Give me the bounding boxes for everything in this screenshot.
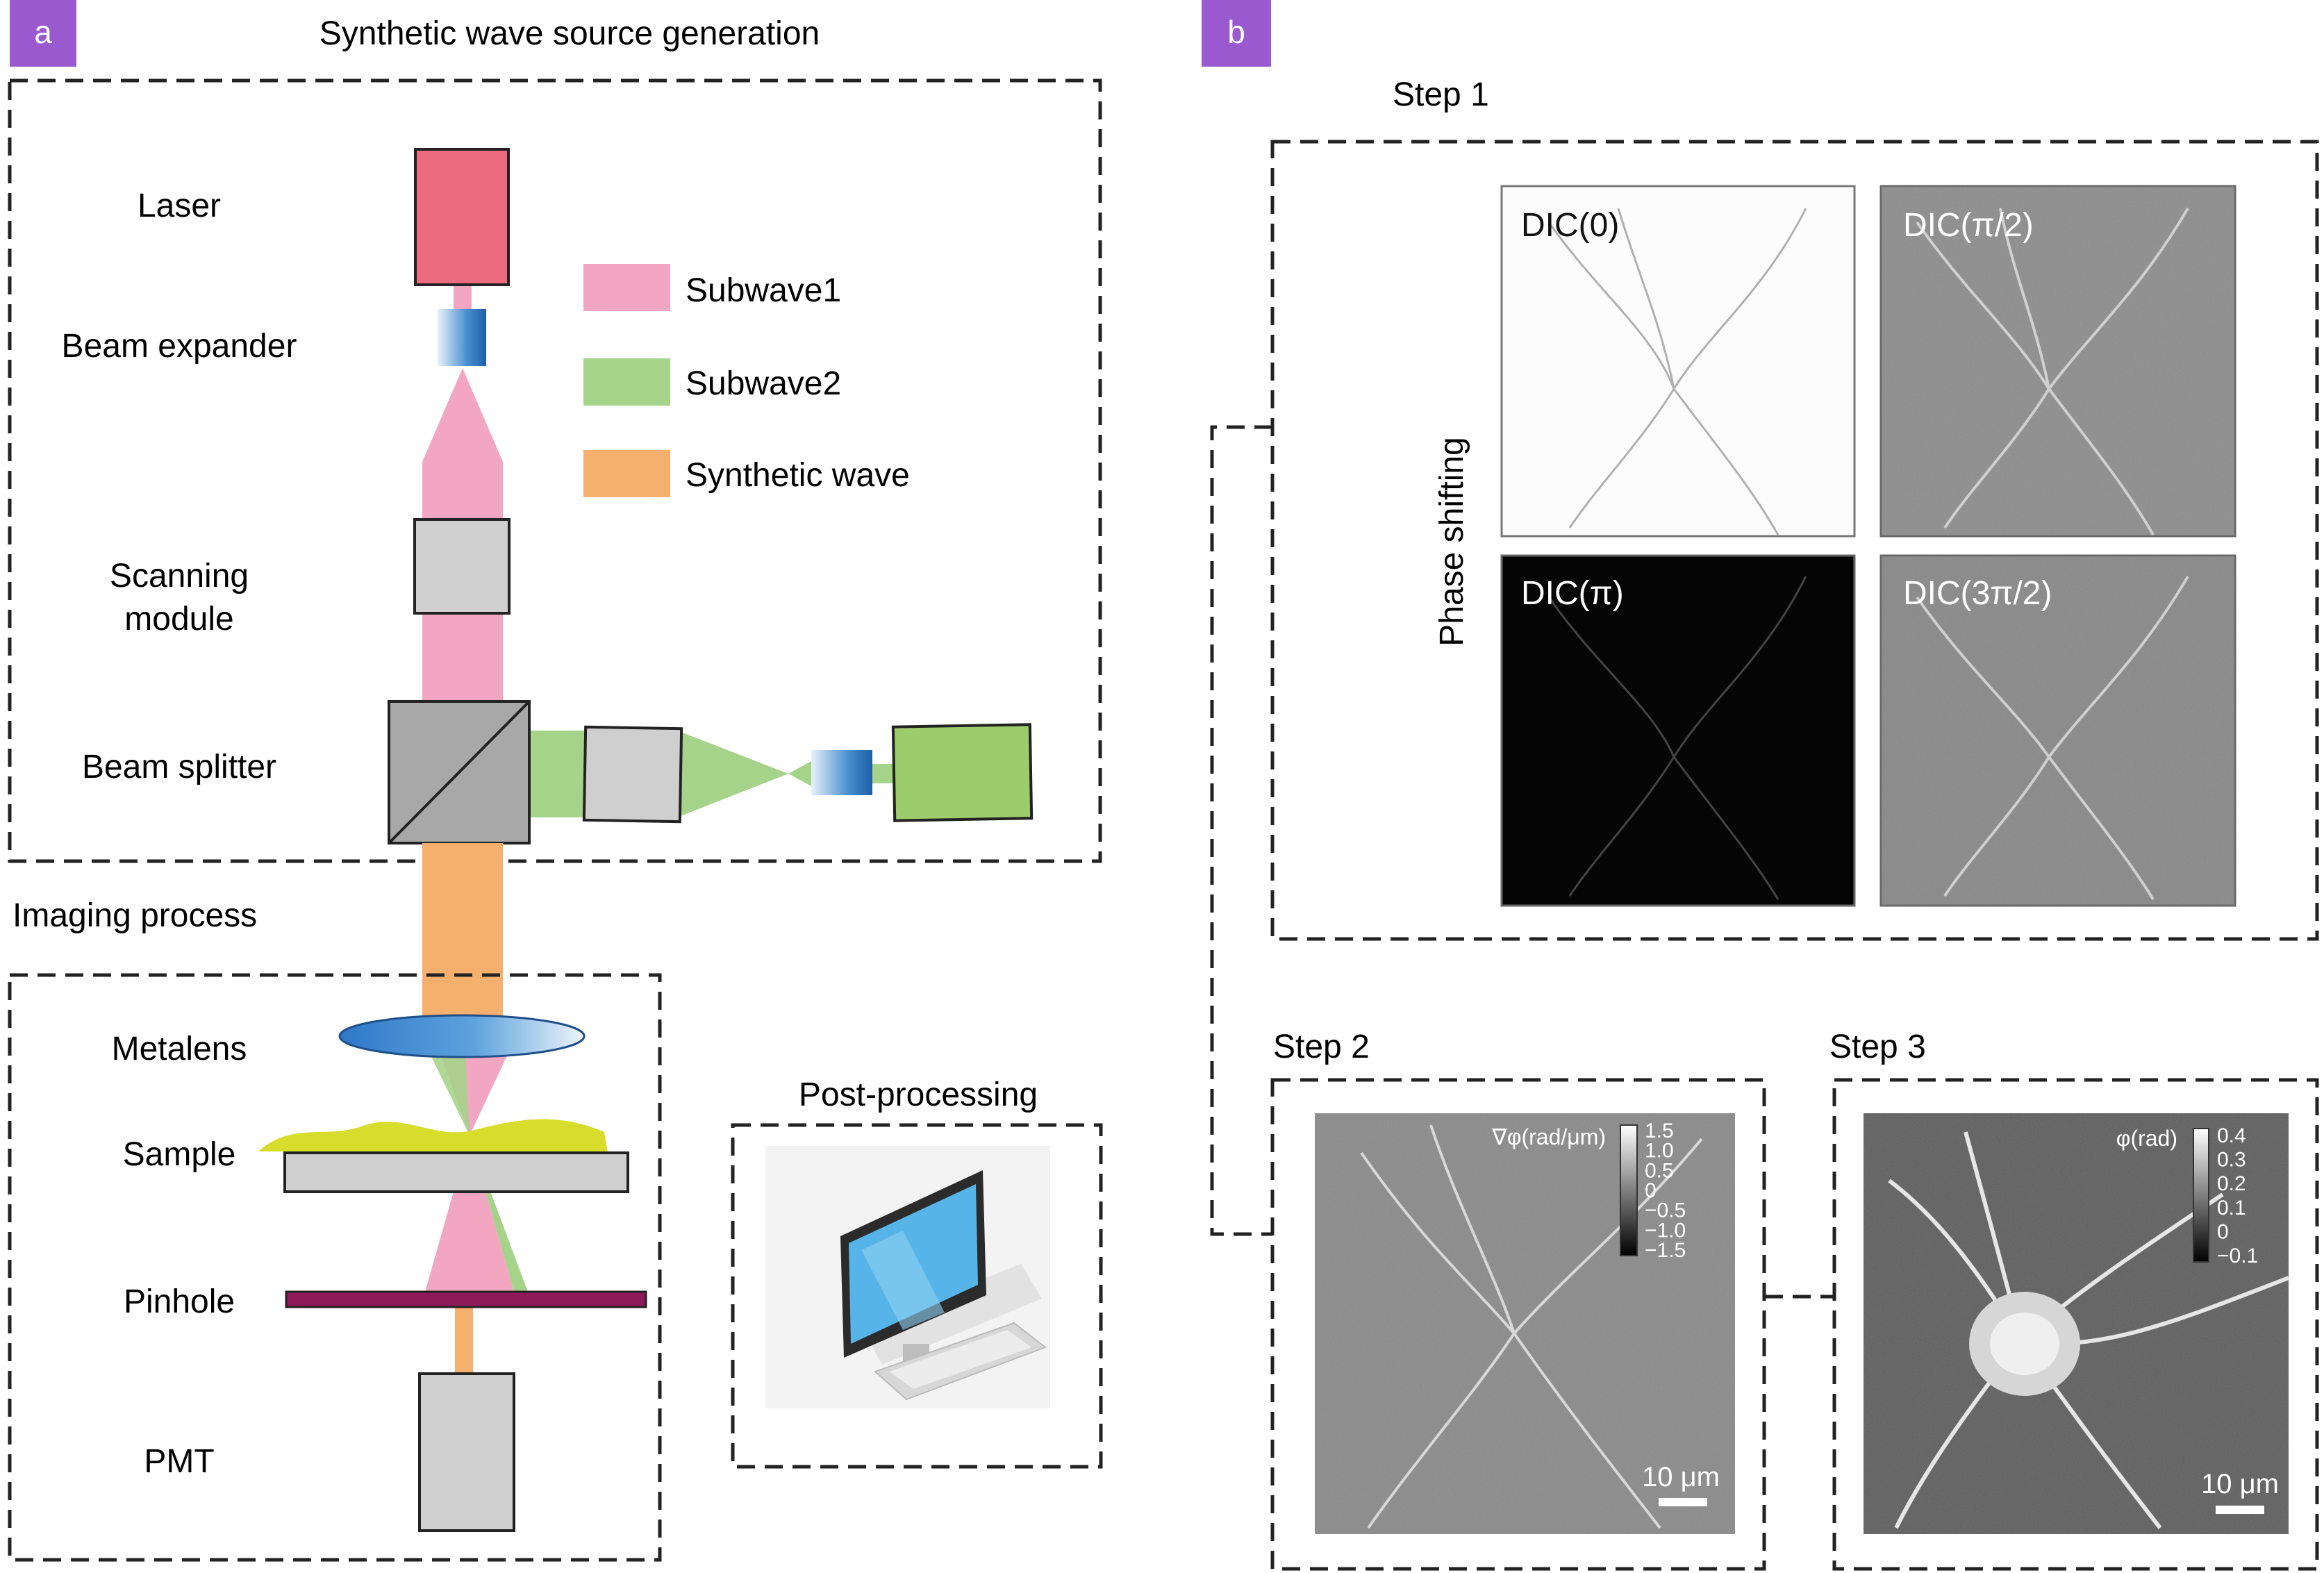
step2-frame xyxy=(1270,1078,1766,1571)
label-beam-splitter: Beam splitter xyxy=(82,749,276,785)
label-scanning: Scanning xyxy=(110,558,249,594)
step3-scale-label: 10 μm xyxy=(2201,1469,2279,1499)
colorbar-tick-label: 0.5 xyxy=(1645,1159,1674,1182)
colorbar-tick-label: −0.5 xyxy=(1645,1199,1686,1222)
legend-label-subwave2: Subwave2 xyxy=(686,365,841,402)
colorbar-tick-label: 0.4 xyxy=(2217,1124,2246,1147)
beam-expander-2 xyxy=(811,750,872,795)
step2-colorbar-ticks: 1.51.00.50−0.5−1.0−1.5 xyxy=(1645,1120,1686,1262)
step3-colorbar-label: φ(rad) xyxy=(2116,1126,2177,1151)
colorbar-tick-label: 1.0 xyxy=(1645,1140,1674,1163)
step2-image: ∇φ(rad/μm) 1.51.00.50−0.5−1.0−1.5 10 μm xyxy=(1315,1113,1735,1534)
step3-scale-bar xyxy=(2216,1506,2264,1514)
label-pmt: PMT xyxy=(144,1443,214,1480)
phase-shifting-label: Phase shifting xyxy=(1434,437,1470,647)
pinhole-plate xyxy=(285,1290,647,1308)
dic-image-pi-half-label: DIC(π/2) xyxy=(1903,207,2034,244)
step2-scale-label: 10 μm xyxy=(1642,1462,1720,1492)
label-module: module xyxy=(124,601,233,638)
legend-label-synthetic: Synthetic wave xyxy=(686,457,910,494)
legend: Subwave1 Subwave2 Synthetic wave xyxy=(583,264,910,497)
synthetic-beam xyxy=(422,843,503,1021)
computer-icon xyxy=(765,1146,1050,1408)
label-imaging-process: Imaging process xyxy=(13,897,257,934)
step2-label: Step 2 xyxy=(1273,1029,1370,1065)
colorbar-tick-label: 0.2 xyxy=(2217,1172,2246,1195)
legend-swatch-subwave1 xyxy=(583,264,670,311)
panel-a-badge xyxy=(10,0,76,67)
label-post-processing: Post-processing xyxy=(799,1076,1038,1113)
colorbar-tick-label: −0.1 xyxy=(2217,1245,2258,1267)
dic-image-3pi-half: DIC(3π/2) xyxy=(1879,554,2236,907)
green-laser-block xyxy=(891,723,1034,822)
sample-specimen xyxy=(258,1119,608,1153)
pinhole-output-beam xyxy=(455,1296,473,1374)
pmt-block xyxy=(418,1372,515,1532)
colorbar-tick-label: −1.0 xyxy=(1645,1219,1686,1242)
label-pinhole: Pinhole xyxy=(124,1283,235,1320)
panel-b-badge xyxy=(1202,0,1271,67)
panel-a: a Synthetic wave source generation xyxy=(8,0,1103,1562)
dic-image-pi-label: DIC(π) xyxy=(1521,575,1624,612)
panel-b: b Step 1 Phase shifting DIC(0) DIC(π/2) … xyxy=(1202,0,2319,1571)
subwave2-block xyxy=(582,725,683,824)
step3-frame xyxy=(1832,1078,2319,1571)
label-sample: Sample xyxy=(123,1136,236,1173)
step3-colorbar-ticks: 0.40.30.20.10−0.1 xyxy=(2217,1124,2258,1267)
step1-frame xyxy=(1270,140,2319,941)
label-beam-expander: Beam expander xyxy=(62,328,297,365)
dic-image-pi: DIC(π) xyxy=(1500,554,1856,907)
step3-label: Step 3 xyxy=(1829,1029,1926,1065)
dic-image-pi-half: DIC(π/2) xyxy=(1879,185,2236,538)
legend-swatch-synthetic xyxy=(583,450,670,497)
panel-a-badge-label: a xyxy=(34,14,52,50)
dic-image-0: DIC(0) xyxy=(1500,185,1856,538)
step3-image: φ(rad) 0.40.30.20.10−0.1 10 μm xyxy=(1864,1113,2290,1534)
colorbar-tick-label: 0.1 xyxy=(2217,1197,2246,1220)
dic-image-3pi-half-label: DIC(3π/2) xyxy=(1903,575,2052,612)
step3-colorbar xyxy=(2193,1128,2209,1263)
imaging-frame xyxy=(8,973,662,1562)
subwave2-beam xyxy=(529,731,896,817)
legend-label-subwave1: Subwave1 xyxy=(686,272,841,309)
post-processing-frame xyxy=(731,1123,1103,1469)
colorbar-tick-label: 0 xyxy=(2217,1220,2229,1243)
colorbar-tick-label: 1.5 xyxy=(1645,1120,1674,1142)
scanning-module-block xyxy=(413,518,511,615)
panel-a-title: Synthetic wave source generation xyxy=(319,15,820,52)
step2-colorbar xyxy=(1620,1124,1638,1256)
beam-expander-block xyxy=(438,309,486,366)
colorbar-tick-label: −1.5 xyxy=(1645,1239,1686,1262)
step2-colorbar-label: ∇φ(rad/μm) xyxy=(1491,1124,1606,1149)
legend-swatch-subwave2 xyxy=(583,358,670,406)
dic-image-0-label: DIC(0) xyxy=(1521,207,1619,244)
colorbar-tick-label: 0 xyxy=(1645,1179,1657,1202)
sample-slide xyxy=(283,1151,629,1193)
colorbar-tick-label: 0.3 xyxy=(2217,1149,2246,1172)
metalens-shape xyxy=(338,1014,586,1058)
label-metalens: Metalens xyxy=(112,1031,247,1067)
source-generation-frame xyxy=(8,78,1102,863)
beam-splitter-block xyxy=(388,700,531,844)
connector-step1-step2 xyxy=(1210,425,1272,1236)
step1-label: Step 1 xyxy=(1393,76,1489,113)
panel-b-badge-label: b xyxy=(1227,14,1245,50)
laser-block xyxy=(414,148,510,286)
step2-scale-bar xyxy=(1659,1498,1707,1506)
label-laser: Laser xyxy=(138,188,221,224)
